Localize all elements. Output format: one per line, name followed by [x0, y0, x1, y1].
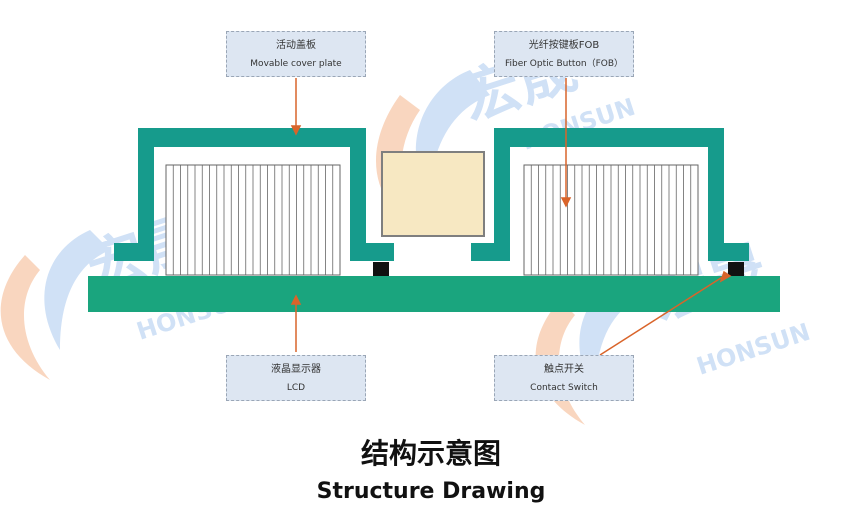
label-fiber-optic-button-en: Fiber Optic Button（FOB） — [504, 59, 624, 69]
cover-plate-left-top — [138, 128, 366, 147]
label-cover-plate: 活动盖板 Movable cover plate — [226, 31, 366, 77]
label-contact-switch: 触点开关 Contact Switch — [494, 355, 634, 401]
leader-cover-arrowhead — [290, 125, 302, 136]
base-plate — [88, 276, 780, 312]
label-contact-switch-zh: 触点开关 — [544, 364, 584, 375]
cover-plate-right-foot-inner — [471, 243, 510, 261]
label-lcd-zh: 液晶显示器 — [271, 364, 321, 375]
cover-plate-left-outer-wall — [138, 128, 154, 243]
cover-plate-right-top — [494, 128, 724, 147]
cover-plate-left-inner-wall — [350, 128, 366, 243]
lcd-module-right — [523, 164, 699, 276]
cover-plate-right-outer-wall — [708, 128, 724, 243]
caption-title-zh: 结构示意图 — [360, 437, 501, 470]
leader-switch — [599, 275, 725, 356]
lcd-stripes-left — [172, 165, 334, 275]
cover-plate-left — [114, 128, 394, 261]
leader-lines — [290, 78, 732, 356]
cover-plate-right-foot-outer — [708, 243, 749, 261]
label-cover-plate-zh: 活动盖板 — [276, 40, 316, 51]
label-lcd-en: LCD — [286, 383, 306, 393]
label-contact-switch-en: Contact Switch — [530, 383, 598, 393]
leader-fob-arrowhead — [560, 197, 572, 208]
fiber-optic-button-block — [381, 151, 485, 237]
lcd-module-left — [165, 164, 341, 276]
watermark-text-en-right: HONSUN — [693, 318, 813, 381]
label-fiber-optic-button: 光纤按键板FOB Fiber Optic Button（FOB） — [494, 31, 634, 77]
lcd-stripes-right — [530, 165, 692, 275]
contact-switch-right — [728, 262, 744, 276]
cover-plate-right-inner-wall — [494, 128, 510, 243]
cover-plate-right — [471, 128, 749, 261]
label-fiber-optic-button-zh: 光纤按键板FOB — [528, 40, 600, 51]
label-lcd: 液晶显示器 LCD — [226, 355, 366, 401]
cover-plate-left-foot-inner — [350, 243, 394, 261]
cover-plate-left-foot-outer — [114, 243, 154, 261]
leader-lcd-arrowhead — [290, 294, 302, 305]
leader-switch-arrowhead — [719, 270, 732, 283]
label-cover-plate-en: Movable cover plate — [250, 59, 342, 69]
caption-title-en: Structure Drawing — [316, 479, 546, 504]
contact-switch-left — [373, 262, 389, 276]
